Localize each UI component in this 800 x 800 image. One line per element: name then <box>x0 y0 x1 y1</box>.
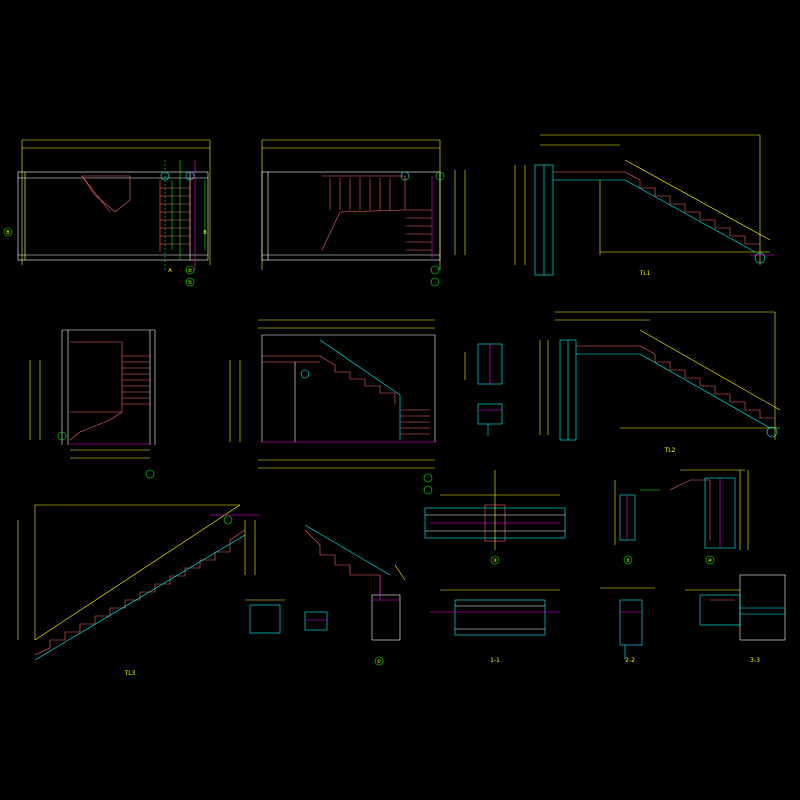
view-title: 2-2 <box>625 657 635 664</box>
section-view-1 <box>29 329 156 479</box>
connection-detail-4 <box>669 469 749 550</box>
detail-marker <box>623 555 633 565</box>
plan-view-2 <box>261 139 466 270</box>
detail-marker <box>705 555 715 565</box>
view-title: ④ <box>708 558 713 564</box>
section-1-1-detail <box>430 589 560 636</box>
beam-connection-detail <box>424 470 566 550</box>
section-view-2 <box>229 319 436 495</box>
column-detail-2 <box>614 480 660 545</box>
view-title: ① <box>377 659 382 665</box>
plate-detail-1 <box>245 599 328 634</box>
view-title: ③ <box>493 558 497 564</box>
plan-view-1 <box>17 139 211 270</box>
grid-bubble <box>185 277 195 287</box>
grid-bubble <box>430 277 440 287</box>
view-title: 1-1 <box>490 657 500 664</box>
view-title: ② <box>626 558 631 564</box>
grid-label-b-right: B <box>203 230 207 236</box>
view-title: TL1 <box>639 270 651 277</box>
view-title: TL2 <box>664 447 676 454</box>
column-detail-small <box>464 343 503 436</box>
grid-bubble <box>430 265 440 275</box>
grid-bubble <box>3 227 13 237</box>
tl3-elevation <box>17 504 260 661</box>
tl2-elevation <box>539 311 781 441</box>
grid-bubble <box>185 265 195 275</box>
tl1-elevation <box>514 134 775 276</box>
view-title: TL3 <box>124 670 136 677</box>
stair-base-detail <box>304 524 406 641</box>
section-2-2-detail <box>600 587 655 660</box>
grid-label-b-left: B <box>6 230 10 236</box>
detail-marker <box>374 656 384 666</box>
detail-marker <box>490 555 500 565</box>
grid-label-two: ② <box>188 268 193 274</box>
section-3-3-detail <box>685 574 786 641</box>
grid-label-a: A <box>168 268 172 274</box>
view-title: 3-3 <box>750 657 760 664</box>
grid-label-one: ① <box>188 280 193 286</box>
